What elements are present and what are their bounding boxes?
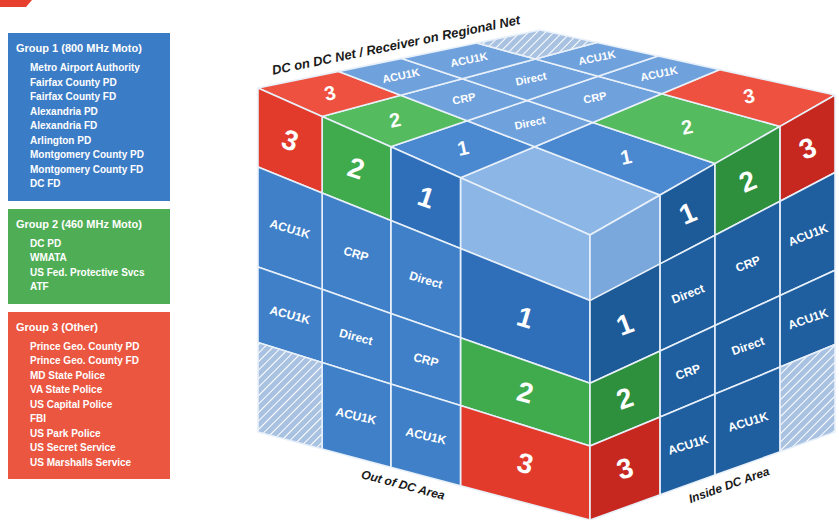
cell-label: CRP <box>734 254 762 274</box>
group-number: 2 <box>345 153 369 184</box>
agency-name: Montgomery County PD <box>16 148 164 163</box>
agency-name: Fairfax County PD <box>16 76 164 91</box>
group-heading: Group 3 (Other) <box>16 320 164 335</box>
agency-name: VA State Police <box>16 383 164 398</box>
group-number: 1 <box>613 309 638 341</box>
cell-label: CRP <box>412 351 440 369</box>
cell-label: ACU1K <box>666 433 709 457</box>
agency-name: Alexandria FD <box>16 119 164 134</box>
group-number: 3 <box>742 85 757 107</box>
group-number: 1 <box>675 198 700 230</box>
group-panel: Group 3 (Other) Prince Geo. County PDPrin… <box>8 312 170 480</box>
cell-label: Direct <box>408 269 444 290</box>
cell-label: ACU1K <box>381 67 420 86</box>
group-panel: Group 1 (800 MHz Moto) Metro Airport Auth… <box>8 33 170 201</box>
agency-name: Arlington PD <box>16 134 164 149</box>
group-number: 3 <box>278 125 302 156</box>
agency-name: Fairfax County FD <box>16 90 164 105</box>
axis-label: DC on DC Net / Receiver on Regional Net <box>271 13 521 77</box>
agency-name: US Capital Police <box>16 398 164 413</box>
cell-label: ACU1K <box>577 49 616 68</box>
agency-name: ATF <box>16 280 164 295</box>
agency-name: FBI <box>16 412 164 427</box>
cube-cell <box>391 384 461 486</box>
cell-label: Direct <box>669 282 705 305</box>
cube-cell <box>660 394 715 495</box>
cell-label: CRP <box>452 91 477 107</box>
group-number: 3 <box>515 449 536 480</box>
agency-name: DC PD <box>16 237 164 252</box>
cube-cell <box>477 30 597 59</box>
group-number: 2 <box>514 378 536 409</box>
agency-name: Alexandria PD <box>16 105 164 120</box>
cell-label: CRP <box>582 91 607 107</box>
cube-cell <box>780 344 835 451</box>
cell-label: Direct <box>338 327 374 347</box>
agency-name: DC FD <box>16 177 164 192</box>
corner-tab <box>0 0 32 7</box>
agency-name: MD State Police <box>16 369 164 384</box>
cube-cell <box>715 367 780 475</box>
cube-cell <box>461 406 591 520</box>
cube-cell <box>322 363 391 468</box>
cell-label: Direct <box>729 334 765 356</box>
cell-label: ACU1K <box>786 222 829 248</box>
cell-label: Direct <box>514 70 547 87</box>
group-number: 3 <box>795 133 820 165</box>
axis-label: Inside DC Area <box>687 465 771 505</box>
cube-cell <box>258 343 322 449</box>
axis-label: Out of DC Area <box>360 468 446 501</box>
cell-label: ACU1K <box>726 410 769 434</box>
cell-label: CRP <box>674 362 702 382</box>
agency-name: Prince Geo. County PD <box>16 340 164 355</box>
agency-name: Montgomery County FD <box>16 163 164 178</box>
group-number: 2 <box>735 166 760 198</box>
cell-label: ACU1K <box>786 307 829 332</box>
agency-name: US Secret Service <box>16 441 164 456</box>
agency-name: WMATA <box>16 251 164 266</box>
group-number: 1 <box>618 146 633 168</box>
agency-name: US Fed. Protective Svcs <box>16 266 164 281</box>
agency-name: US Park Police <box>16 427 164 442</box>
group-number: 2 <box>680 116 695 138</box>
group-panels: Group 1 (800 MHz Moto) Metro Airport Auth… <box>8 33 170 487</box>
agency-name: Prince Geo. County FD <box>16 354 164 369</box>
cell-label: ACU1K <box>449 50 488 69</box>
cell-label: ACU1K <box>269 304 312 326</box>
cube-cell <box>590 417 660 520</box>
group-number: 3 <box>322 82 337 104</box>
cell-label: ACU1K <box>404 425 447 446</box>
group-number: 1 <box>514 302 537 333</box>
agency-name: US Marshalls Service <box>16 456 164 471</box>
cell-label: Direct <box>514 114 547 131</box>
cell-label: ACU1K <box>335 405 378 426</box>
group-heading: Group 2 (460 MHz Moto) <box>16 217 164 232</box>
group-number: 2 <box>613 383 637 415</box>
cell-label: ACU1K <box>269 217 312 240</box>
group-number: 2 <box>388 109 403 131</box>
group-number: 3 <box>614 454 637 485</box>
group-panel: Group 2 (460 MHz Moto) DC PDWMATAUS Fed. … <box>8 209 170 304</box>
group-number: 1 <box>456 137 471 159</box>
group-number: 1 <box>414 183 438 214</box>
agency-name: Metro Airport Authority <box>16 61 164 76</box>
cell-label: ACU1K <box>640 65 679 84</box>
cell-label: CRP <box>343 245 371 264</box>
group-heading: Group 1 (800 MHz Moto) <box>16 41 164 56</box>
